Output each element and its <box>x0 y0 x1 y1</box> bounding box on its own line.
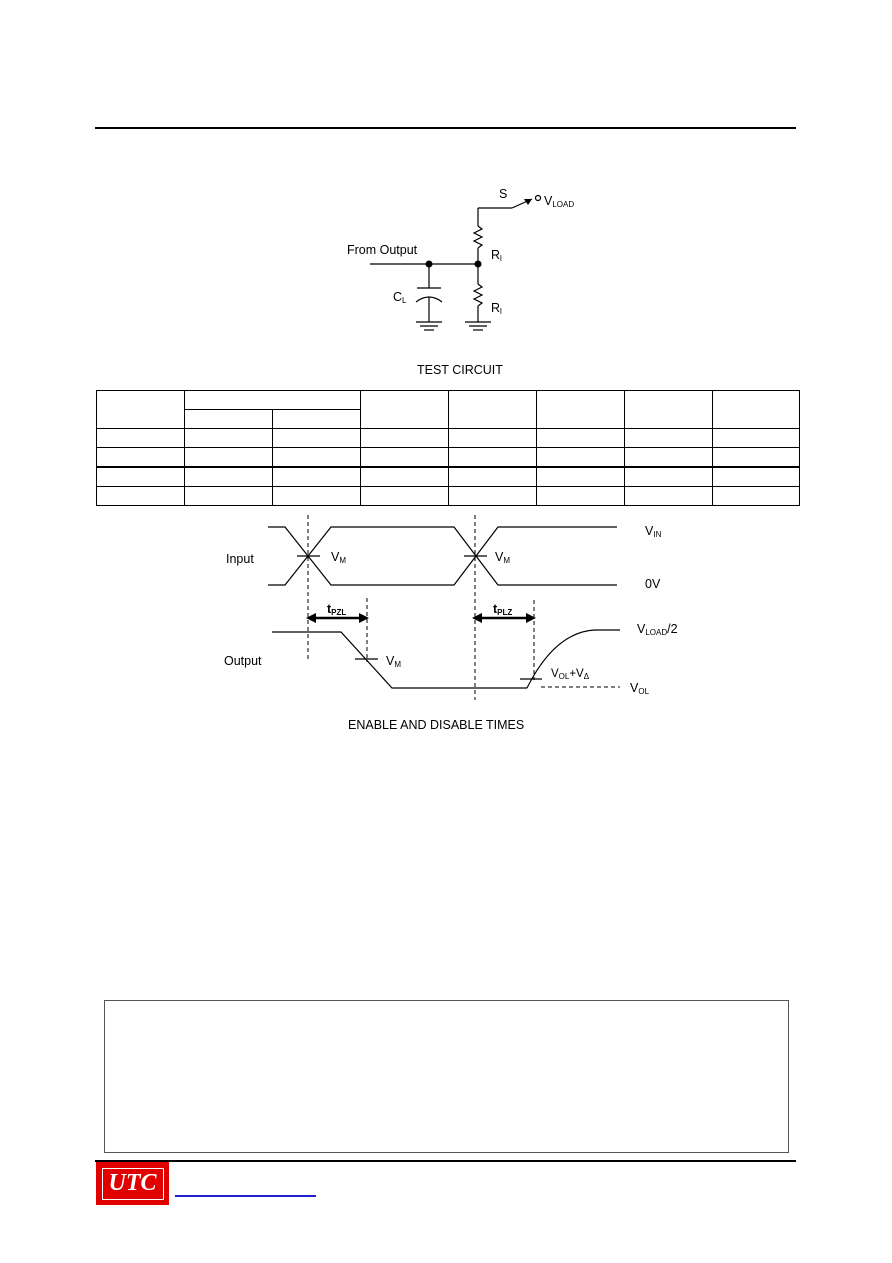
from-output-label: From Output <box>347 243 418 257</box>
table-cell <box>448 447 537 468</box>
table-cell <box>712 447 800 468</box>
test-circuit-diagram <box>370 194 542 331</box>
utc-logo-text: UTC <box>101 1167 164 1200</box>
table-cell <box>272 428 361 448</box>
vm-label-3: VM <box>386 654 402 669</box>
table-cell <box>624 428 713 448</box>
header-rule <box>95 127 796 129</box>
test-conditions-table <box>96 390 800 506</box>
utc-logo: UTC <box>96 1162 169 1205</box>
vol-label: VOL <box>630 681 650 696</box>
table-cell <box>536 466 625 487</box>
footer-notice-box <box>104 1000 789 1153</box>
vload-half-label: VLOAD/2 <box>637 622 678 637</box>
tpzl-label: tPZL <box>327 602 347 617</box>
table-header-row <box>96 390 800 429</box>
rl-bottom-label: Rl <box>491 301 502 316</box>
table-cell <box>448 466 537 487</box>
table-cell <box>96 428 185 448</box>
table-row <box>96 486 800 506</box>
vm-label-1: VM <box>331 550 347 565</box>
table-row <box>96 447 800 468</box>
input-label: Input <box>226 552 254 566</box>
table-cell <box>448 390 537 429</box>
vol-plus-vdelta-label: VOL+VΔ <box>551 668 590 681</box>
timing-caption: ENABLE AND DISABLE TIMES <box>348 718 525 732</box>
table-cell <box>184 447 273 468</box>
zero-v-label: 0V <box>645 577 661 591</box>
table-cell <box>536 390 625 429</box>
tplz-label: tPLZ <box>493 602 513 617</box>
table-cell <box>712 428 800 448</box>
table-cell <box>272 409 361 429</box>
table-cell <box>184 428 273 448</box>
cl-label: CL <box>393 290 407 305</box>
table-cell <box>184 466 273 487</box>
table-cell <box>96 447 185 468</box>
switch-label: S <box>499 187 508 201</box>
table-cell <box>360 390 449 429</box>
table-cell <box>360 466 449 487</box>
website-link[interactable] <box>175 1195 316 1197</box>
table-row <box>96 428 800 448</box>
output-label: Output <box>224 654 262 668</box>
timing-waveform-diagram <box>268 515 620 700</box>
table-cell <box>360 428 449 448</box>
table-cell <box>184 409 273 429</box>
table-cell <box>712 466 800 487</box>
vload-label: VLOAD <box>544 194 575 209</box>
table-cell <box>624 390 713 429</box>
vm-label-2: VM <box>495 550 511 565</box>
rl-top-label: Rl <box>491 248 502 263</box>
table-cell <box>96 390 185 429</box>
table-cell <box>712 390 800 429</box>
table-cell <box>272 447 361 468</box>
table-cell <box>448 428 537 448</box>
table-cell <box>360 447 449 468</box>
table-row <box>96 466 800 487</box>
table-cell <box>96 466 185 487</box>
table-cell <box>536 428 625 448</box>
table-cell <box>536 447 625 468</box>
vin-label: VIN <box>645 524 662 539</box>
table-cell <box>272 466 361 487</box>
table-cell <box>712 486 800 506</box>
test-circuit-caption: TEST CIRCUIT <box>417 363 503 377</box>
table-cell <box>184 390 361 410</box>
table-cell <box>624 447 713 468</box>
footer-rule <box>95 1160 796 1162</box>
table-cell <box>624 466 713 487</box>
